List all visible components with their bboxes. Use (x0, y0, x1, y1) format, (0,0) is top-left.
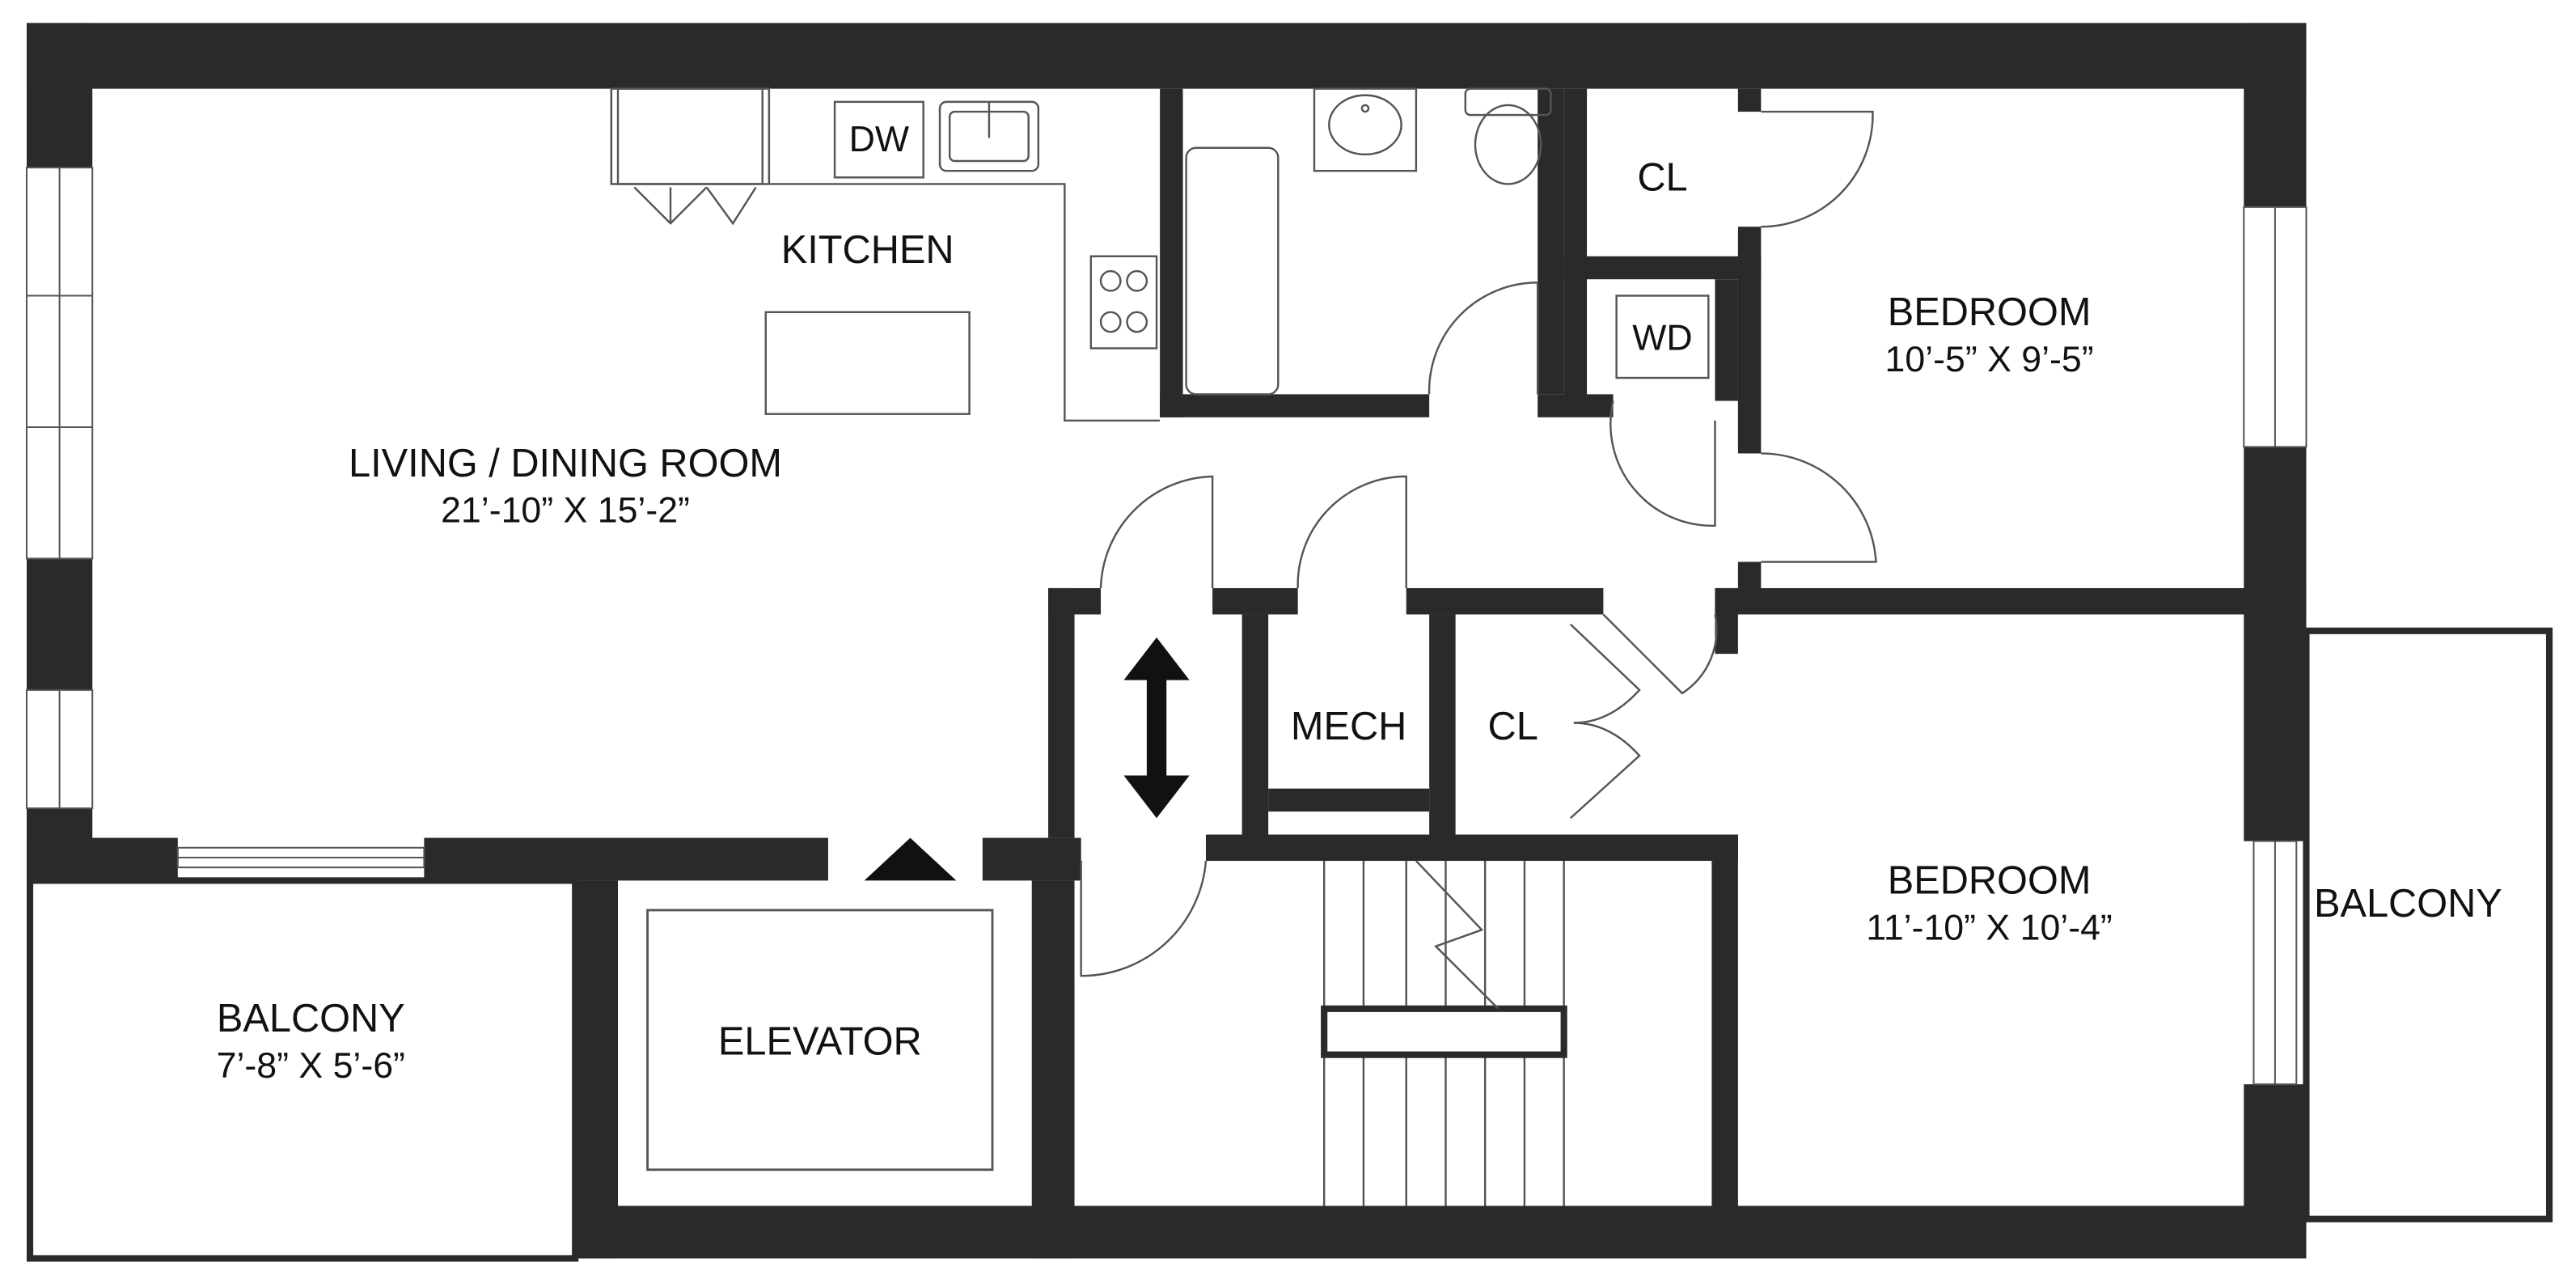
wall-living-bottom-left (26, 837, 178, 881)
stair-break-icon (1415, 860, 1499, 1010)
wall-mech-right (1429, 614, 1456, 838)
labels: LIVING / DINING ROOM 21’-10” X 15’-2” KI… (217, 120, 2502, 1086)
wall-wd-right (1715, 279, 1738, 401)
balcony-left-label: BALCONY (217, 997, 405, 1040)
bathroom-fixtures (1185, 87, 1552, 396)
dishwasher (833, 100, 924, 179)
wall-mech-bottom (1268, 788, 1430, 812)
kitchen-island (764, 311, 971, 415)
wall-bath-bottom (1160, 394, 1430, 417)
washer-dryer-label: WD (1632, 319, 1692, 358)
wall-bed1-left-upper (1737, 88, 1762, 112)
stove (1089, 255, 1158, 350)
bedroom1-dims: 10’-5” X 9’-5” (1885, 340, 2094, 379)
elevator-car (646, 909, 994, 1171)
toilet-tank (1464, 87, 1552, 117)
balcony-right-label: BALCONY (2314, 882, 2502, 926)
stairs (1321, 860, 1567, 1206)
closet-top-label: CL (1637, 156, 1687, 200)
wall-right-mid (2244, 447, 2307, 841)
washer-dryer-box (1615, 294, 1710, 379)
living-room-label: LIVING / DINING ROOM (349, 442, 782, 485)
balconies (26, 627, 2553, 1262)
toilet-bowl (1474, 104, 1542, 185)
elevator-arrow-icon (864, 837, 957, 881)
wall-bottom (575, 1205, 2307, 1259)
wall-elevator-left (575, 880, 619, 1259)
wall-closet-col (1563, 88, 1588, 401)
wall-elevator-right (1031, 880, 1075, 1259)
wall-hall-left (1048, 587, 1075, 838)
dishwasher-label: DW (849, 120, 909, 159)
elevator-label: ELEVATOR (718, 1020, 922, 1064)
closet-mid-label: CL (1488, 705, 1538, 748)
stair-landing (1321, 1005, 1567, 1058)
balcony-left-outline (26, 877, 579, 1262)
wall-hall-top-left (1048, 587, 1102, 615)
wall-closet-divider (1563, 256, 1762, 280)
wall-mech-left (1241, 614, 1269, 838)
doors (1080, 110, 1877, 977)
bedroom2-dims: 11’-10” X 10’-4” (1866, 909, 2112, 948)
balcony-right-outline (2303, 627, 2553, 1222)
wall-top (26, 23, 2307, 89)
bedroom1-label: BEDROOM (1888, 290, 2092, 334)
living-room-dims: 21’-10” X 15’-2” (441, 491, 690, 531)
wall-bed2-left-stub (1715, 587, 1738, 655)
wall-hall-top2 (1406, 587, 1604, 615)
double-arrow-icon (1123, 637, 1190, 819)
windows (25, 167, 2307, 1086)
wall-right-upper (2244, 23, 2307, 207)
wall-bed1-left (1737, 227, 1762, 454)
wall-bath-right (1538, 88, 1564, 395)
bathtub (1185, 146, 1280, 396)
wall-bed1-bottom (1715, 587, 2307, 615)
wall-right-lower (2244, 1084, 2307, 1226)
bathroom-sink (1313, 87, 1418, 172)
balcony-left-dims: 7’-8” X 5’-6” (217, 1046, 405, 1086)
kitchen-fixtures (610, 87, 1161, 422)
wall-bed1-left-lower (1737, 561, 1762, 588)
fridge (610, 87, 771, 185)
wall-hall-top (1212, 587, 1298, 615)
wall-stair-top (1205, 834, 1738, 862)
elevator (646, 837, 994, 1171)
mech-label: MECH (1291, 705, 1406, 748)
kitchen-label: KITCHEN (781, 228, 954, 272)
wall-living-bottom-right (982, 837, 1081, 881)
wall-bath-left (1160, 88, 1183, 417)
bedroom2-label: BEDROOM (1888, 859, 2092, 903)
wall-living-bottom-mid (424, 837, 828, 881)
walls (26, 23, 2307, 1259)
wall-stair-right (1711, 834, 1738, 1213)
